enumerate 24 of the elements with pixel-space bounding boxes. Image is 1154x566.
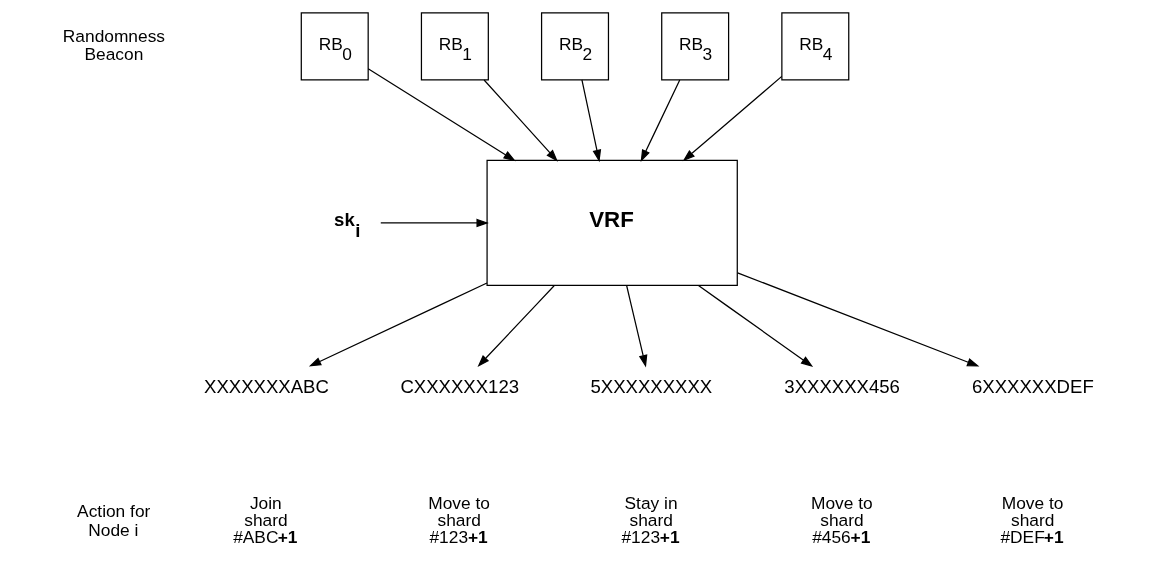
- arrow: [697, 284, 813, 368]
- arrow: [580, 79, 601, 163]
- label: Join shard #ABC+1: [232, 492, 298, 548]
- node-box: VRF: [485, 159, 738, 287]
- arrow: [367, 68, 516, 162]
- arrow: [308, 282, 488, 367]
- node-text: 5XXXXXXXXX: [590, 375, 712, 397]
- arrow: [379, 218, 489, 228]
- label: Move to shard #DEF+1: [999, 492, 1064, 548]
- label: Randomness Beacon: [62, 25, 165, 65]
- node-text: 6XXXXXXDEF: [971, 375, 1094, 397]
- label: Stay in shard #123+1: [620, 492, 680, 548]
- arrow: [736, 272, 979, 367]
- node-text: XXXXXXXABC: [203, 375, 329, 397]
- label: Move to shard #123+1: [427, 492, 490, 548]
- label: Action for Node i: [76, 501, 150, 540]
- label: Move to shard #456+1: [810, 492, 873, 548]
- arrow: [477, 285, 555, 367]
- arrow: [682, 75, 782, 162]
- node-text: CXXXXXX123: [399, 375, 519, 397]
- arrow: [483, 79, 558, 162]
- node-text: 3XXXXXX456: [783, 375, 900, 397]
- arrow: [640, 79, 680, 162]
- arrow: [625, 285, 647, 368]
